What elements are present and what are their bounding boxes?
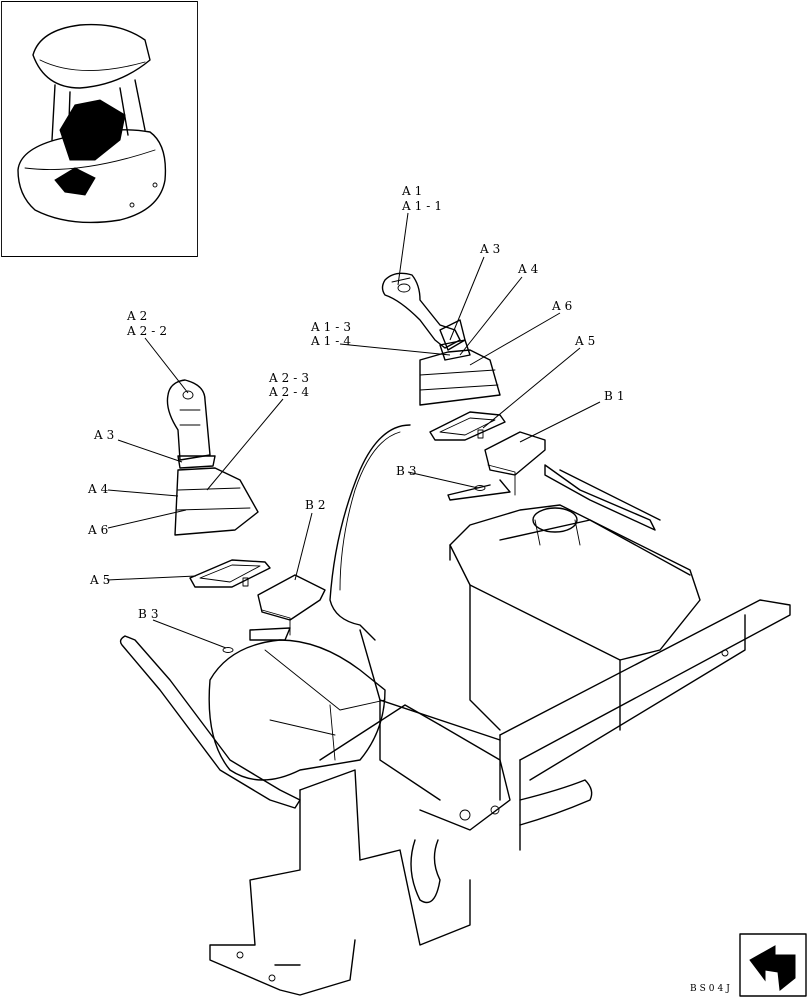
callout-a1-4: A1-4 (311, 334, 355, 348)
left-joystick (166, 379, 259, 536)
callout-a6-left: A6 (88, 523, 113, 537)
leader-lines (106, 212, 601, 649)
callout-b3-left: B3 (138, 607, 163, 621)
left-plate-a5 (189, 559, 271, 588)
callout-a3-right: A3 (480, 242, 505, 256)
right-joystick (381, 272, 501, 406)
callout-a3-left: A3 (94, 428, 119, 442)
callout-a2-3: A2-3 (269, 371, 313, 385)
callout-a5-left: A5 (90, 573, 115, 587)
callout-b3-right: B3 (396, 464, 421, 478)
callout-a1-1: A1-1 (402, 199, 446, 213)
callout-a1-3: A1-3 (311, 320, 355, 334)
callout-a2: A2 (127, 309, 152, 323)
return-arrow-icon[interactable] (739, 933, 807, 997)
callout-a2-4: A2-4 (269, 385, 313, 399)
right-cover-b1 (447, 431, 546, 501)
callout-a4-right: A4 (518, 262, 543, 276)
cab-locator-inset (1, 1, 198, 257)
left-bolt-b3 (222, 647, 234, 653)
left-control-console (119, 635, 386, 809)
callout-b2: B2 (305, 498, 330, 512)
right-plate-a5 (429, 411, 506, 441)
callout-a6-right: A6 (552, 299, 577, 313)
callout-a2-2: A2-2 (127, 324, 171, 338)
right-bolt-b3 (474, 485, 486, 491)
callout-b1: B1 (604, 389, 629, 403)
document-code: BS04J (690, 984, 733, 994)
left-cover-b2 (249, 574, 326, 641)
callout-a4-left: A4 (88, 482, 113, 496)
callout-a1: A1 (402, 184, 427, 198)
callout-a5-right: A5 (575, 334, 600, 348)
operator-platform-frame (209, 424, 791, 996)
